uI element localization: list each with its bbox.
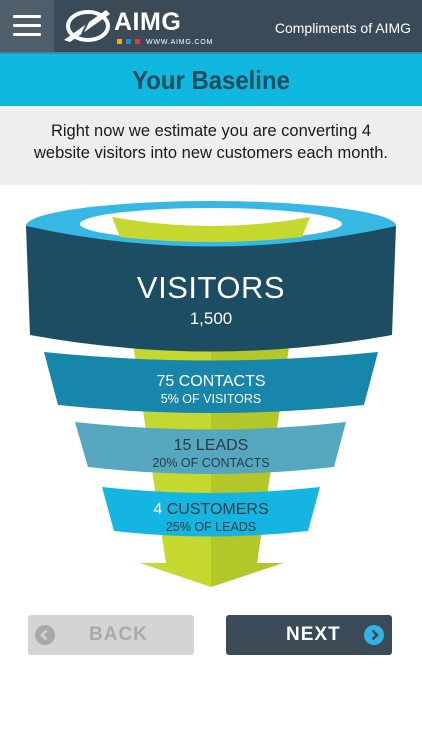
customers-subtitle: 25% OF LEADS [165, 520, 257, 534]
top-app-bar: AIMG WWW.AIMG.COM Compliments of AIMG [0, 0, 422, 52]
visitors-count: 1,500 [189, 309, 233, 328]
leads-subtitle: 20% OF CONTACTS [152, 456, 270, 470]
funnel-graphic [26, 201, 396, 587]
visitors-label: VISITORS [136, 270, 286, 305]
hamburger-menu-icon[interactable] [0, 0, 54, 52]
funnel-tier-customers [102, 487, 320, 537]
next-button-label: NEXT [286, 624, 341, 645]
page-title: Your Baseline [132, 65, 290, 95]
aimg-logo: AIMG WWW.AIMG.COM [62, 4, 212, 48]
chevron-right-circle-icon [364, 625, 384, 645]
description-panel: Right now we estimate you are converting… [0, 106, 422, 185]
logo-color-squares [117, 39, 144, 45]
customers-title: 4 CUSTOMERS [0, 502, 422, 518]
customers-number: 4 [153, 501, 163, 518]
logo-url: WWW.AIMG.COM [146, 39, 214, 46]
funnel-tier-contacts [44, 352, 378, 413]
funnel-tier-leads [75, 422, 346, 474]
conversion-funnel: VISITORS 1,500 75 CONTACTS 5% OF VISITOR… [0, 185, 422, 595]
compliments-text: Compliments of AIMG [274, 20, 411, 36]
contacts-subtitle: 5% OF VISITORS [160, 392, 262, 406]
menu-bar [13, 15, 41, 18]
logo-swoosh-icon [64, 10, 110, 42]
chevron-left-circle-icon [35, 625, 55, 645]
customers-label: CUSTOMERS [166, 501, 269, 518]
logo-wordmark: AIMG [114, 8, 182, 36]
contacts-title: 75 CONTACTS [156, 373, 266, 390]
leads-title: 15 LEADS [173, 437, 249, 454]
next-button[interactable]: NEXT [226, 615, 392, 655]
funnel-tier-visitors [26, 226, 396, 352]
menu-bar [13, 24, 41, 27]
menu-bar [13, 33, 41, 36]
back-button[interactable]: BACK [28, 615, 194, 655]
description-text: Right now we estimate you are converting… [34, 122, 388, 162]
title-band: Your Baseline [0, 52, 422, 106]
back-button-label: BACK [89, 624, 148, 645]
